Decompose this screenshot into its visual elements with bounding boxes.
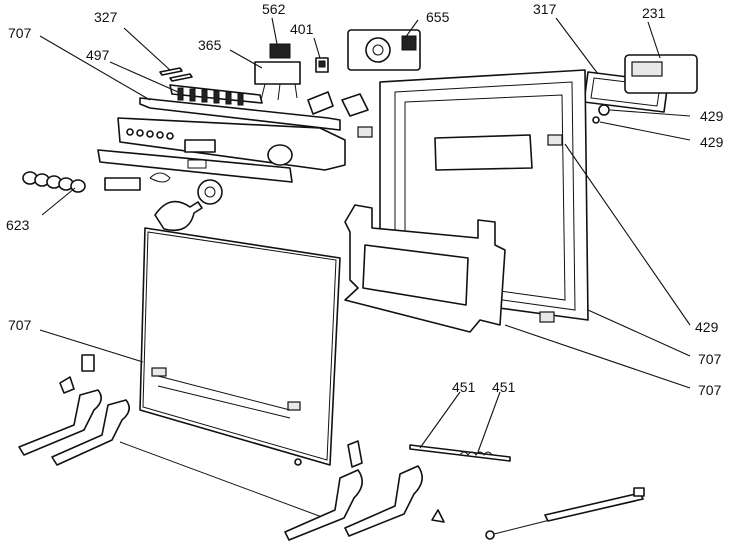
button-knobs [22, 171, 86, 193]
label-655: 655 [426, 9, 450, 25]
label-451-left: 451 [452, 379, 476, 395]
label-562: 562 [262, 1, 286, 17]
label-317: 317 [533, 1, 557, 17]
springs-451 [409, 444, 511, 462]
label-365: 365 [198, 37, 222, 53]
label-429-upper: 429 [700, 108, 724, 124]
insulation-panel [344, 204, 506, 333]
label-623: 623 [6, 217, 30, 233]
control-panel-assembly [22, 43, 369, 232]
hinge-assembly-right [284, 440, 445, 541]
label-429-lower: 429 [695, 319, 719, 335]
switch-bank [169, 84, 263, 106]
label-707-outer-door: 707 [8, 317, 32, 333]
hinge-assembly-left [18, 376, 331, 521]
part-number-labels: 327 562 401 655 317 231 707 497 365 429 … [6, 1, 724, 398]
label-401: 401 [290, 21, 314, 37]
leader-lines [39, 17, 691, 453]
label-231: 231 [642, 5, 666, 21]
label-707-insulation: 707 [698, 382, 722, 398]
label-451-right: 451 [492, 379, 516, 395]
timer-module [347, 29, 421, 71]
label-707-inner-door: 707 [698, 351, 722, 367]
outer-door-panel [81, 227, 341, 466]
label-327: 327 [94, 9, 118, 25]
label-707-control-panel: 707 [8, 25, 32, 41]
cable-rod [485, 487, 645, 540]
label-497: 497 [86, 47, 110, 63]
dispenser-assembly [583, 54, 698, 124]
label-429-middle: 429 [700, 134, 724, 150]
